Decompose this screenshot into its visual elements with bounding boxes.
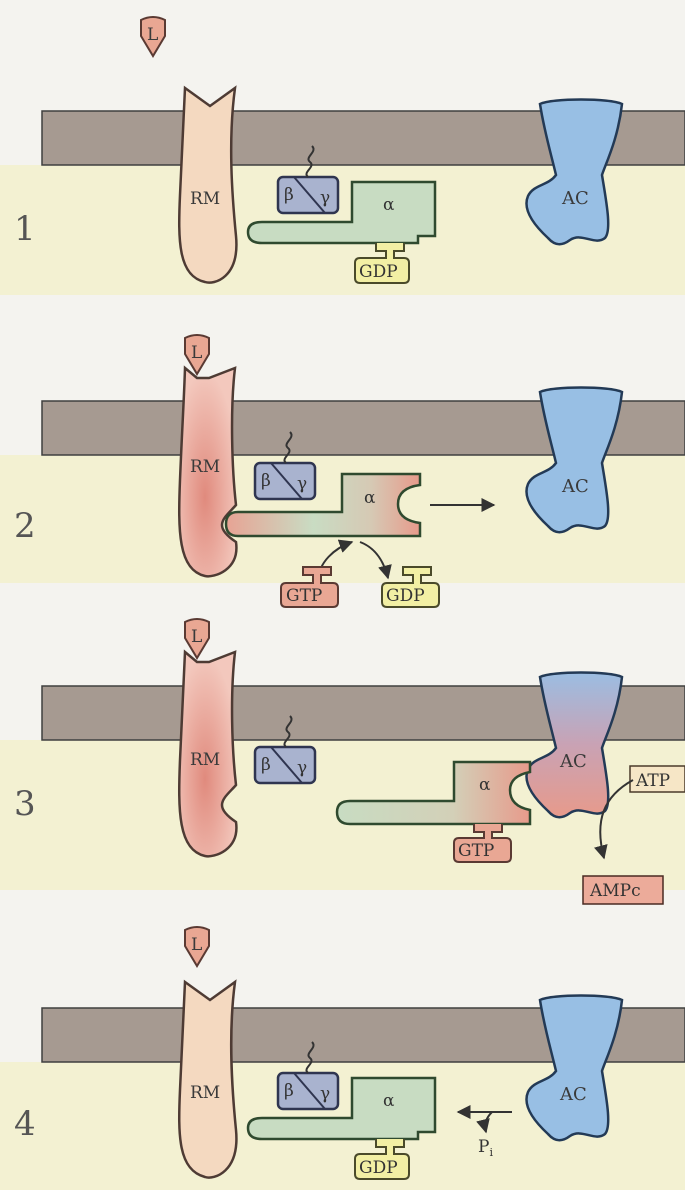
ligand-icon: L [141, 17, 165, 56]
ampc-label: AMPc [589, 881, 641, 901]
receptor-icon: RM [179, 982, 236, 1178]
gtp-label: GTP [286, 586, 322, 606]
ac-label: AC [559, 1084, 587, 1105]
step-number: 2 [14, 506, 36, 546]
panel-step-3: 3 L RM β γ AC α GTP ATP [0, 619, 685, 904]
ligand-icon: L [185, 927, 209, 966]
panel-step-2: 2 L RM β γ α GTP GDP [0, 335, 685, 607]
beta-label: β [284, 185, 294, 205]
gdp-label: GDP [386, 586, 425, 606]
gamma-label: γ [320, 1084, 330, 1104]
beta-label: β [284, 1081, 294, 1101]
gdp-label: GDP [359, 1158, 398, 1178]
ligand-label: L [147, 25, 158, 45]
ac-label: AC [559, 751, 587, 772]
receptor-icon: RM [179, 652, 236, 856]
receptor-label: RM [190, 189, 220, 209]
beta-label: β [261, 755, 271, 775]
alpha-label: α [364, 488, 376, 508]
receptor-icon: RM [179, 368, 236, 576]
alpha-label: α [383, 1091, 395, 1111]
receptor-label: RM [190, 1083, 220, 1103]
receptor-icon: RM [179, 88, 236, 283]
beta-label: β [261, 471, 271, 491]
alpha-label: α [383, 195, 395, 215]
panel-step-1: 1 L RM β γ α GDP AC [0, 17, 685, 295]
panel-step-4: 4 L RM β γ α GDP Pi AC [0, 927, 685, 1190]
ligand-label: L [191, 935, 202, 955]
step-number: 1 [14, 209, 36, 249]
ampc-tag: AMPc [583, 876, 663, 904]
alpha-label: α [479, 775, 491, 795]
gamma-label: γ [297, 474, 307, 494]
receptor-label: RM [190, 457, 220, 477]
ligand-icon: L [185, 335, 209, 374]
atp-label: ATP [635, 771, 670, 791]
ac-label: AC [561, 476, 589, 497]
gdp-label: GDP [359, 262, 398, 282]
ligand-icon: L [185, 619, 209, 658]
step-number: 3 [14, 784, 36, 824]
step-number: 4 [14, 1104, 36, 1144]
ac-label: AC [561, 188, 589, 209]
ligand-label: L [191, 627, 202, 647]
gamma-label: γ [297, 758, 307, 778]
ligand-label: L [191, 343, 202, 363]
atp-tag: ATP [630, 766, 685, 792]
receptor-label: RM [190, 750, 220, 770]
gtp-label: GTP [458, 841, 494, 861]
gamma-label: γ [320, 188, 330, 208]
